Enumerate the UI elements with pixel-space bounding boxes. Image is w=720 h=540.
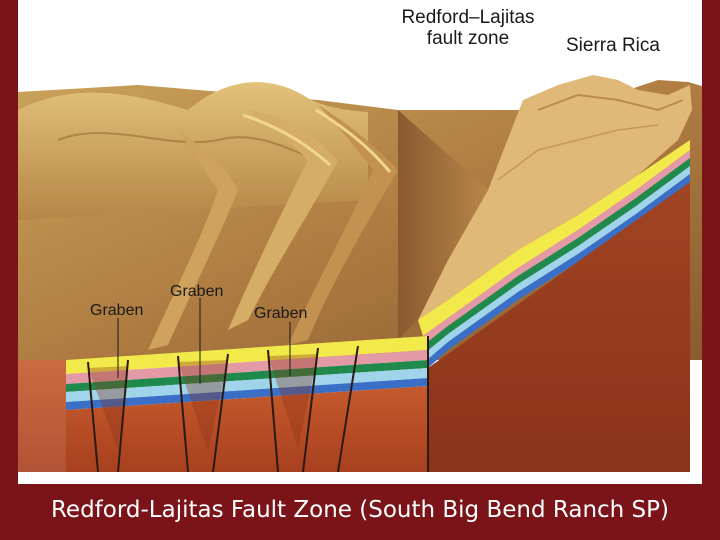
graben-label-right: Graben — [254, 305, 308, 322]
fault-zone-label: Redford–Lajitas fault zone — [378, 7, 558, 50]
fault-zone-label-line2: fault zone — [426, 27, 510, 49]
layer-pink-right — [423, 150, 690, 344]
fault-ridge-1 — [228, 110, 338, 330]
fault-ridge-2 — [288, 105, 398, 345]
diagram-panel: Redford–Lajitas fault zone Sierra Rica G… — [18, 0, 702, 484]
layer-green-front — [66, 360, 428, 392]
layer-blue-front — [66, 378, 428, 410]
layer-yellow-front — [66, 336, 428, 374]
layer-pink-front — [66, 350, 428, 384]
layer-yellow-right — [418, 140, 690, 336]
graben-notch-left — [88, 366, 128, 450]
fault-zone-block-diagram — [18, 75, 702, 473]
layer-lightblue-right — [426, 166, 690, 360]
graben-notch-center — [178, 360, 228, 452]
sierra-rica-label: Sierra Rica — [566, 35, 660, 56]
sierra-rica-mountain — [418, 75, 692, 320]
graben-leaders — [117, 298, 291, 384]
fault-lines — [87, 336, 429, 473]
graben-label-left: Graben — [90, 302, 144, 319]
basement-front — [66, 386, 428, 472]
fault-ridge-3 — [148, 130, 238, 350]
graben-notch-right — [268, 354, 318, 448]
fault-zone-label-line1: Redford–Lajitas — [401, 7, 535, 28]
graben-label-center: Graben — [170, 283, 224, 300]
slide-caption: Redford-Lajitas Fault Zone (South Big Be… — [50, 497, 670, 523]
layer-lightblue-front — [66, 368, 428, 402]
layer-blue-right — [427, 174, 690, 368]
basement-side-right — [428, 182, 690, 472]
layer-green-right — [425, 158, 690, 352]
